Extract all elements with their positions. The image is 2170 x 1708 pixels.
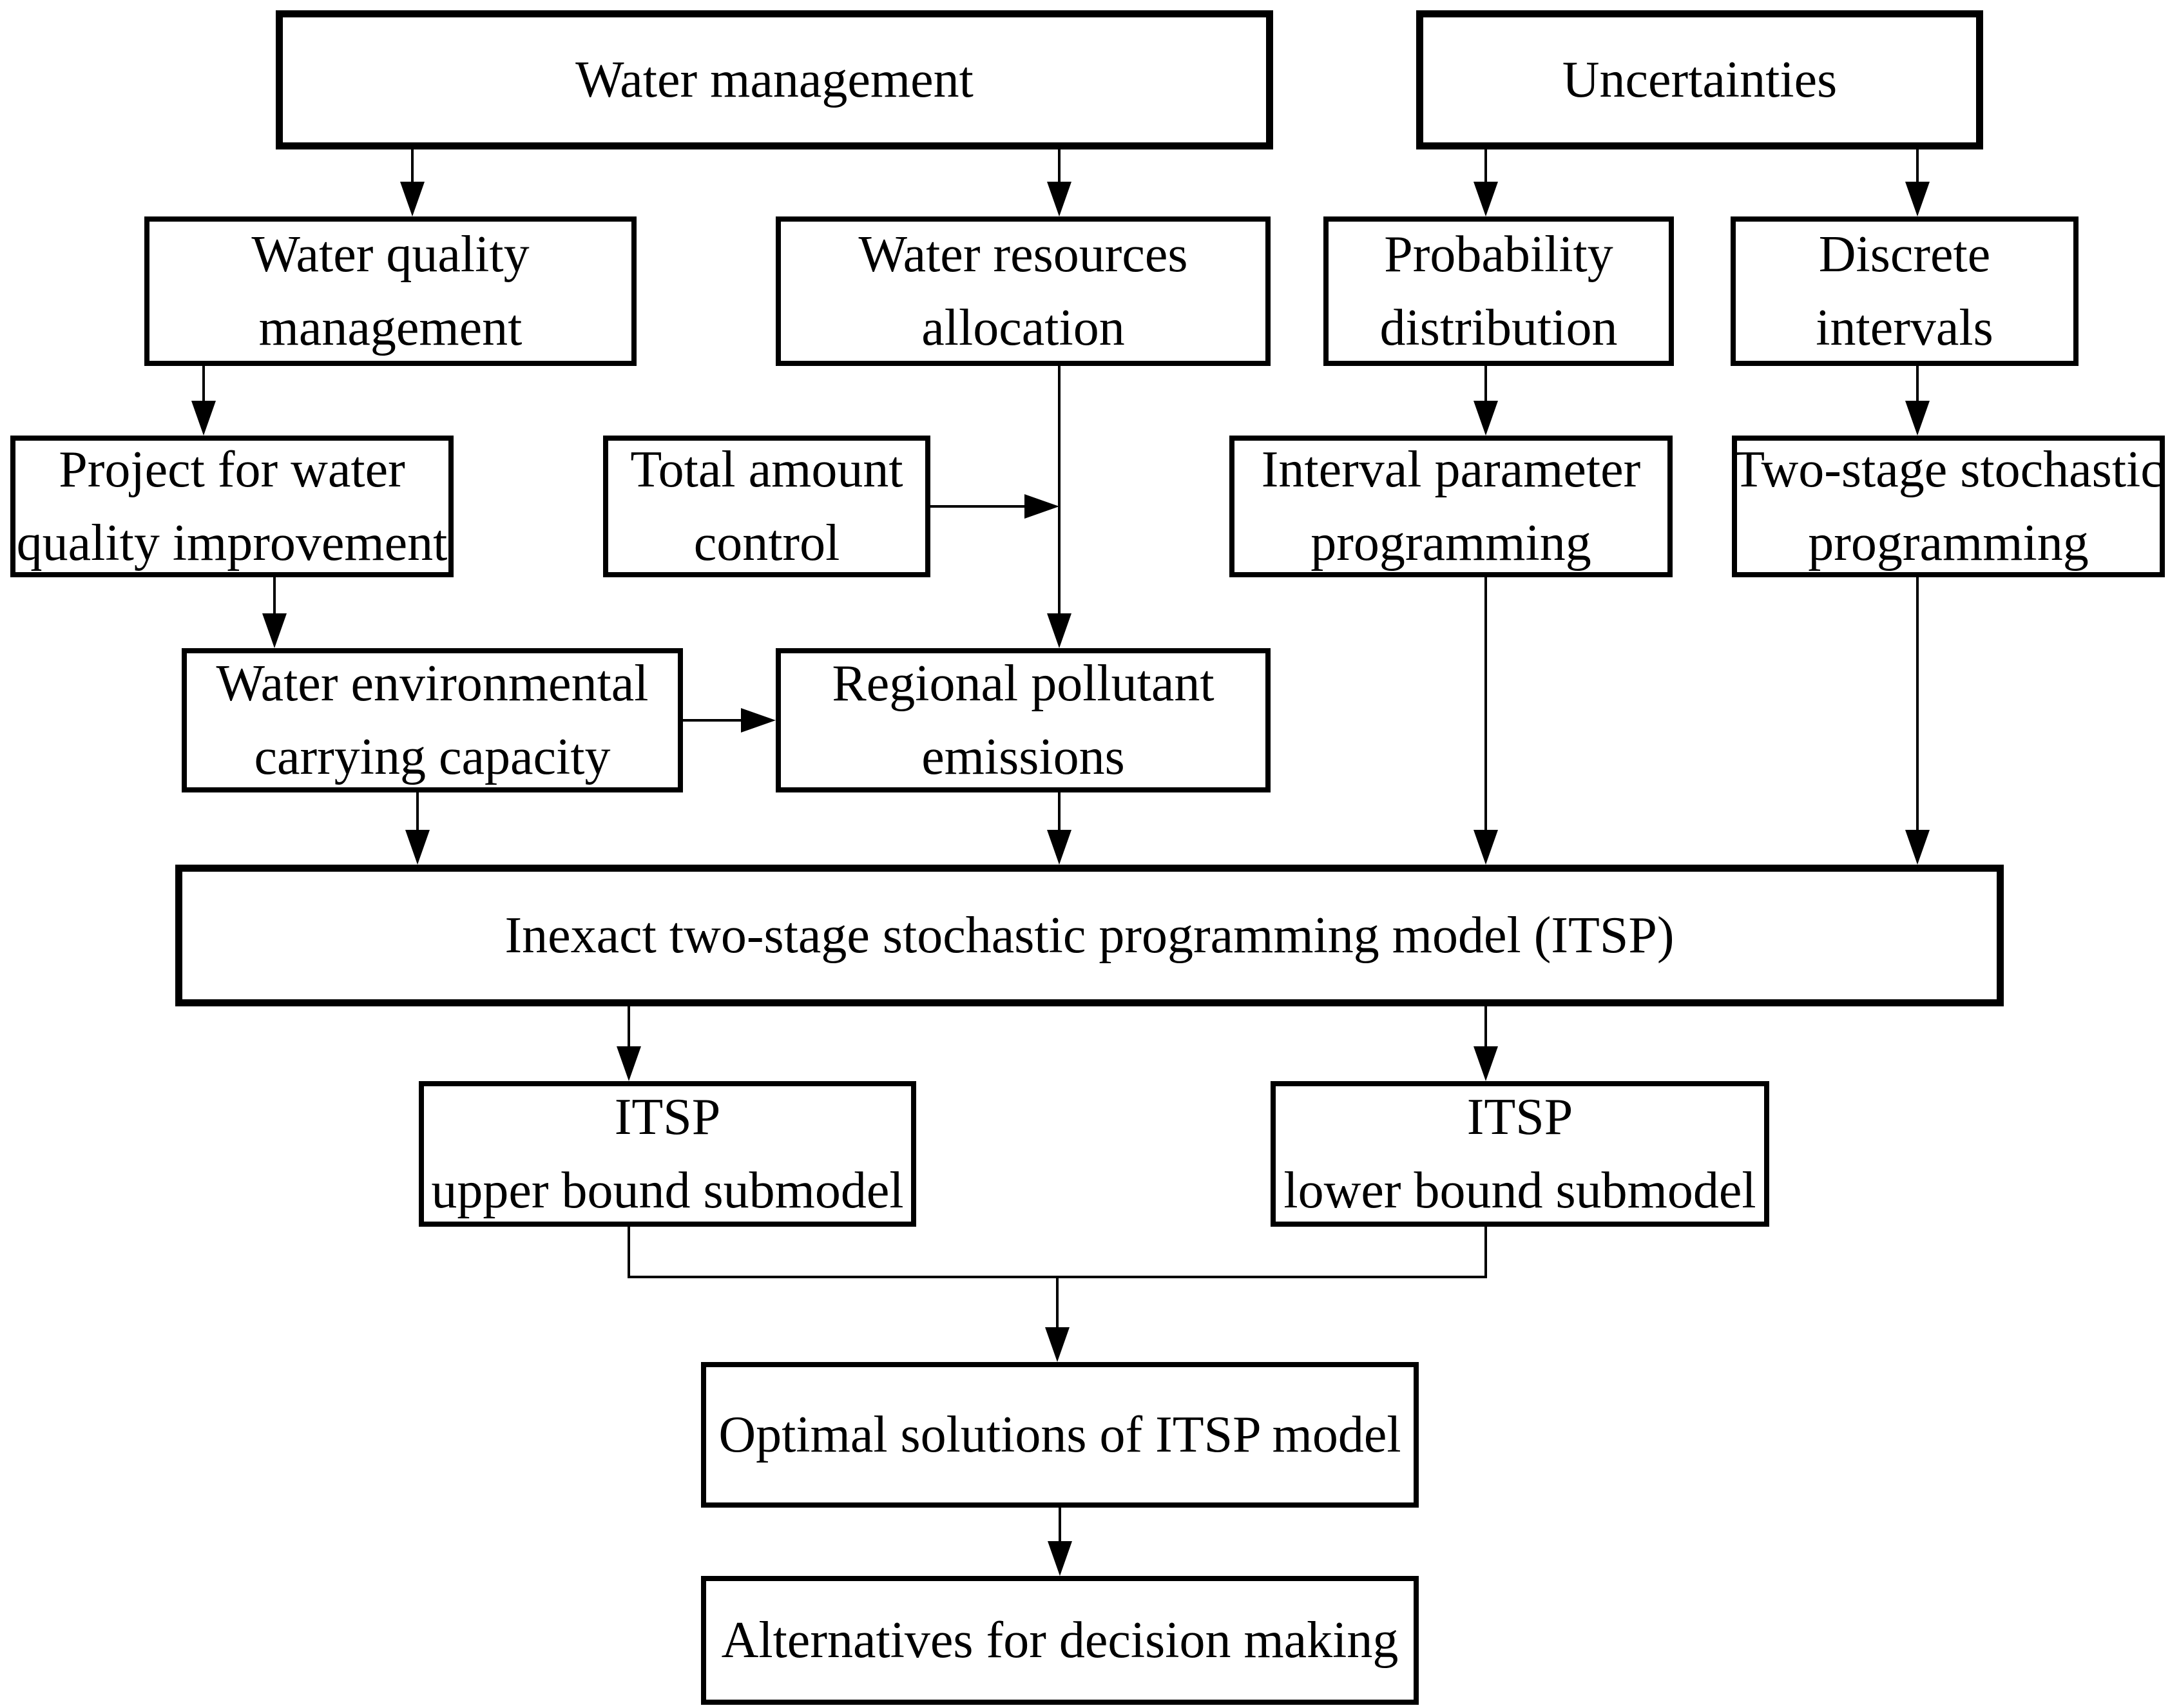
connector-optimal-solutions-to-alternatives — [1048, 1508, 1072, 1576]
connector-interval-parameter-to-itsp — [1474, 577, 1498, 865]
node-label: Project for water — [59, 441, 405, 498]
node-label: distribution — [1379, 300, 1618, 356]
node-label: Water environmental — [216, 655, 649, 712]
node-alternatives: Alternatives for decision making — [701, 1576, 1419, 1705]
connector-water-management-to-water-quality-management — [400, 149, 425, 216]
node-label: Alternatives for decision making — [721, 1612, 1399, 1669]
node-label: ITSP — [614, 1089, 721, 1146]
node-project-for-water-quality-improvement: Project for water quality improvement — [10, 436, 454, 577]
node-itsp-lower-bound-submodel: ITSP lower bound submodel — [1271, 1081, 1769, 1227]
node-probability-distribution: Probability distribution — [1323, 216, 1674, 366]
connector-probability-distribution-to-interval-parameter — [1474, 366, 1498, 436]
connector-itsp-to-lower-submodel — [1474, 1006, 1498, 1081]
node-label: ITSP — [1466, 1089, 1573, 1146]
node-label: management — [258, 300, 523, 356]
node-label: Uncertainties — [1562, 52, 1838, 108]
connector-water-management-to-water-resources-allocation — [1047, 149, 1071, 216]
node-label: lower bound submodel — [1283, 1162, 1756, 1219]
connector-water-quality-management-to-project — [191, 366, 216, 436]
connector-total-amount-control-to-spine — [930, 494, 1059, 519]
node-interval-parameter-programming: Interval parameter programming — [1229, 436, 1673, 577]
node-label: quality improvement — [16, 515, 448, 571]
node-label: Water resources — [858, 226, 1188, 283]
node-label: Regional pollutant — [832, 655, 1215, 712]
node-label: carrying capacity — [254, 729, 611, 785]
node-discrete-intervals: Discrete intervals — [1731, 216, 2079, 366]
node-uncertainties: Uncertainties — [1416, 10, 1983, 149]
node-label: intervals — [1816, 300, 1993, 356]
node-two-stage-stochastic-programming: Two-stage stochastic programming — [1732, 436, 2165, 577]
node-label: Probability — [1384, 226, 1613, 283]
connector-regional-pollutant-to-itsp — [1047, 792, 1071, 865]
node-label: upper bound submodel — [431, 1162, 904, 1219]
node-label: programming — [1808, 515, 2089, 571]
node-water-resources-allocation: Water resources allocation — [776, 216, 1271, 366]
node-itsp-upper-bound-submodel: ITSP upper bound submodel — [419, 1081, 916, 1227]
node-label: Water quality — [251, 226, 530, 283]
node-water-environmental-carrying-capacity: Water environmental carrying capacity — [182, 648, 683, 792]
node-label: Water management — [575, 52, 974, 108]
connector-submodels-join — [628, 1227, 1487, 1278]
node-optimal-solutions: Optimal solutions of ITSP model — [701, 1362, 1419, 1508]
node-label: Interval parameter — [1261, 441, 1641, 498]
connector-uncertainties-to-probability-distribution — [1474, 149, 1498, 216]
connector-itsp-to-upper-submodel — [617, 1006, 641, 1081]
node-itsp-model: Inexact two-stage stochastic programming… — [175, 865, 2004, 1006]
node-label: control — [693, 515, 840, 571]
node-water-quality-management: Water quality management — [144, 216, 637, 366]
node-label: allocation — [921, 300, 1125, 356]
node-total-amount-control: Total amount control — [603, 436, 930, 577]
node-label: emissions — [921, 729, 1125, 785]
node-label: Optimal solutions of ITSP model — [718, 1406, 1401, 1463]
node-label: Two-stage stochastic — [1733, 441, 2164, 498]
connector-water-resources-allocation-to-regional-pollutant — [1047, 366, 1071, 648]
node-label: programming — [1311, 515, 1591, 571]
connector-discrete-intervals-to-two-stage — [1905, 366, 1930, 436]
node-label: Discrete — [1818, 226, 1991, 283]
node-label: Total amount — [630, 441, 903, 498]
node-label: Inexact two-stage stochastic programming… — [504, 907, 1675, 964]
connector-two-stage-to-itsp — [1905, 577, 1930, 865]
connector-uncertainties-to-discrete-intervals — [1905, 149, 1930, 216]
connector-project-to-carrying-capacity — [262, 577, 287, 648]
connector-join-to-optimal-solutions — [1045, 1277, 1070, 1362]
node-regional-pollutant-emissions: Regional pollutant emissions — [776, 648, 1271, 792]
connector-carrying-capacity-to-regional-pollutant — [683, 708, 776, 733]
connector-carrying-capacity-to-itsp — [405, 792, 430, 865]
node-water-management: Water management — [276, 10, 1273, 149]
